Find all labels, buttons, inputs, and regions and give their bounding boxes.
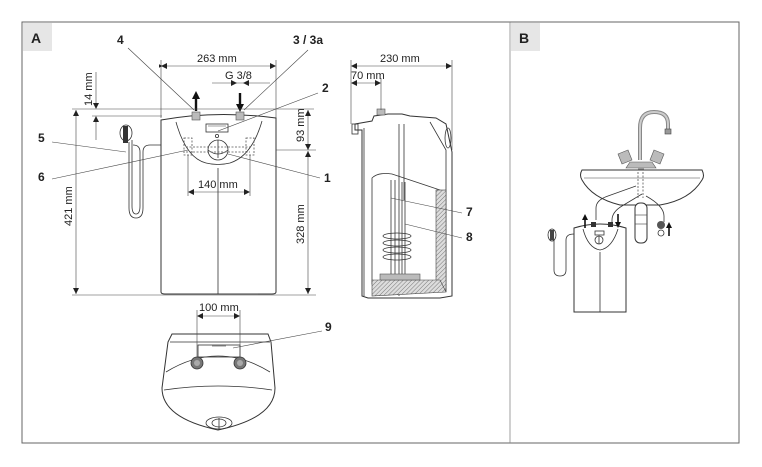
- faucet-handle-right: [649, 149, 665, 165]
- dim-body-height: 328 mm: [295, 204, 307, 244]
- panel-a-label: A: [31, 30, 41, 46]
- outflow-arrow-icon: [192, 91, 200, 99]
- front-callouts: 4 3 / 3a 2 5 6 1: [38, 33, 331, 185]
- hot-out-arrow-icon: [582, 214, 588, 220]
- dim-height-total: 421 mm: [63, 186, 75, 226]
- callout-8: 8: [466, 230, 473, 244]
- panel-a-tag: A: [23, 23, 52, 51]
- cold-pipe: [611, 193, 643, 222]
- hot-water-connector: [191, 111, 201, 121]
- side-view: [351, 108, 453, 299]
- dim-pipe-spacing: 140 mm: [198, 179, 238, 191]
- sink-basin: [580, 169, 704, 206]
- heater-body-bottom: [161, 333, 276, 431]
- front-dimensions: 263 mm G 3/8 14 mm 421 mm 93 mm 328 mm: [63, 53, 316, 296]
- power-cable: [128, 142, 161, 219]
- callout-7: 7: [466, 205, 473, 219]
- callout-5: 5: [38, 131, 45, 145]
- bottom-view: [161, 333, 276, 431]
- panel-b-tag: B: [511, 23, 540, 51]
- inflow-arrow-icon: [236, 104, 244, 112]
- front-view: [119, 91, 277, 295]
- panel-b-label: B: [519, 30, 529, 46]
- dim-pipe-overhang: 14 mm: [83, 72, 95, 106]
- faucet-handle-left: [617, 149, 633, 165]
- supply-arrow-icon: [666, 222, 672, 228]
- dim-width-front: 263 mm: [197, 53, 237, 65]
- cold-water-connector: [235, 111, 245, 121]
- side-callouts: 7 8: [390, 197, 473, 244]
- heater-body-front: [160, 113, 277, 295]
- bottom-dimensions: 100 mm 9: [196, 302, 332, 357]
- wall-socket-plug: [547, 228, 557, 242]
- hot-pipe: [595, 185, 637, 220]
- heating-coil: [382, 232, 412, 240]
- side-dimensions: 230 mm 70 mm: [350, 53, 453, 150]
- nameplate: [205, 123, 229, 133]
- dim-bracket-width: 100 mm: [199, 302, 239, 314]
- callout-9: 9: [325, 320, 332, 334]
- installation-view: [547, 109, 704, 313]
- dim-depth-side: 230 mm: [380, 53, 420, 65]
- insulation-hatch: [435, 189, 447, 291]
- dim-cover-height: 93 mm: [295, 108, 307, 142]
- callout-2: 2: [322, 81, 329, 95]
- callout-1: 1: [324, 171, 331, 185]
- callout-6: 6: [38, 170, 45, 184]
- dim-pipe-offset: 70 mm: [351, 70, 385, 82]
- callout-4: 4: [117, 33, 124, 47]
- dim-thread: G 3/8: [225, 70, 252, 82]
- shutoff-valve: [657, 221, 665, 229]
- callout-3-3a: 3 / 3a: [293, 33, 323, 47]
- faucet-body: [625, 161, 657, 169]
- figure-frame: [21, 21, 740, 444]
- drain-trap: [634, 202, 648, 244]
- cold-in-arrow-icon: [615, 222, 621, 228]
- front-cover: [175, 120, 263, 165]
